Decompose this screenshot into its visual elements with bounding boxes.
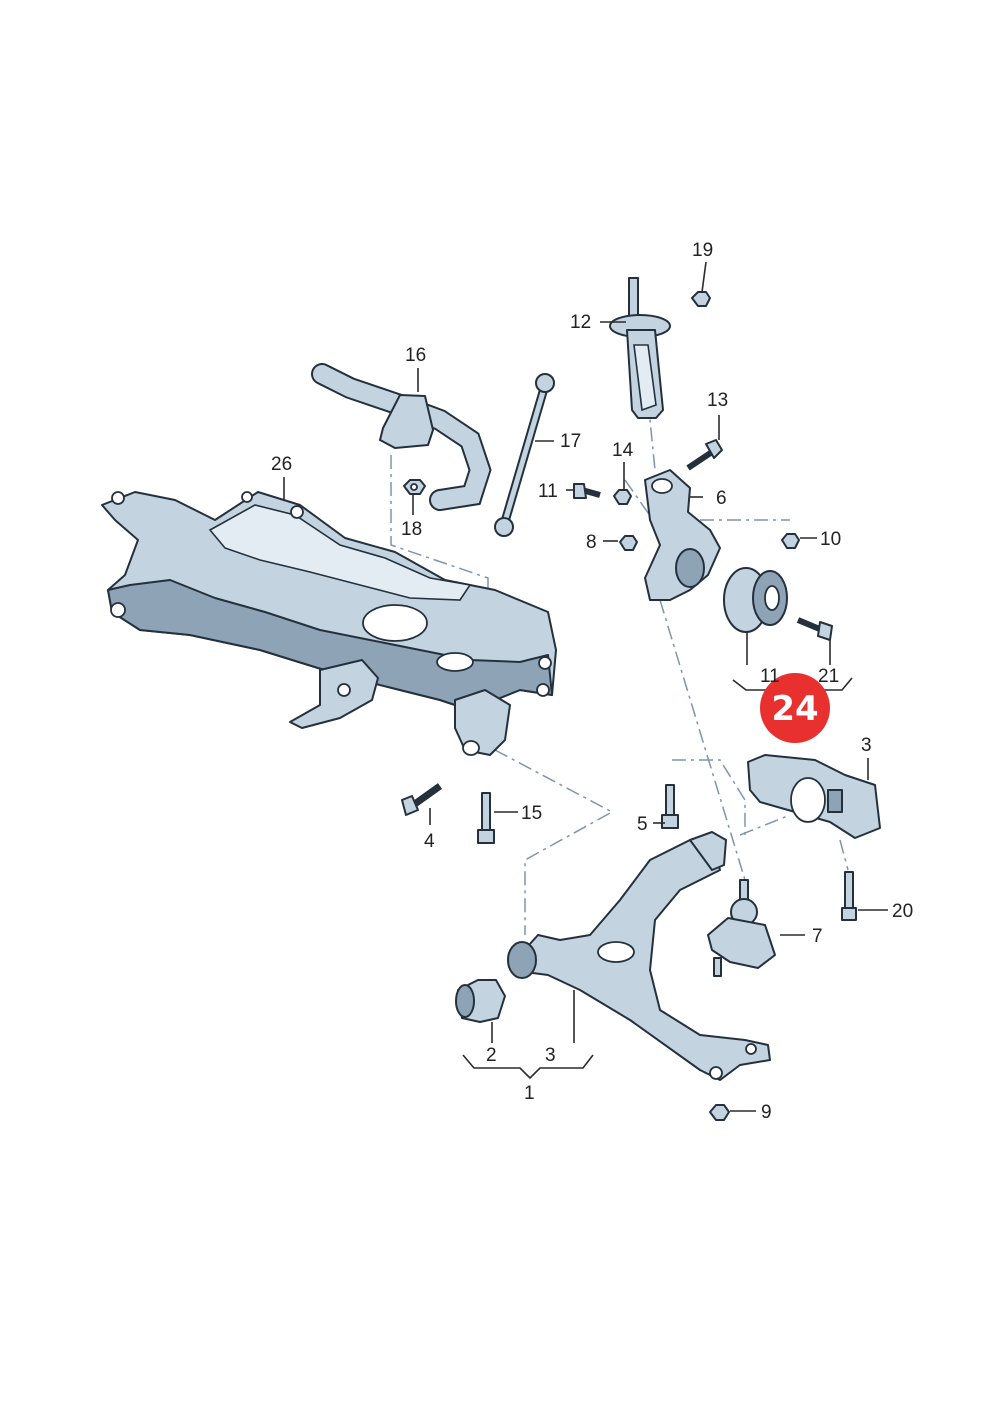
bracket-wishbone (462, 1054, 594, 1080)
bolt-20 (841, 871, 857, 921)
callout-15: 15 (521, 803, 542, 824)
callout-2: 2 (486, 1045, 497, 1066)
callout-17: 17 (560, 431, 581, 452)
bolt-4 (401, 783, 443, 816)
callout-8: 8 (586, 532, 597, 553)
wheel-bearing-housing (644, 469, 721, 601)
callout-5: 5 (637, 814, 648, 835)
nut-8 (619, 535, 638, 551)
stabilizer-bar (311, 363, 492, 511)
bushing-2 (455, 979, 506, 1023)
ball-joint (707, 879, 776, 977)
shock-absorber (609, 277, 671, 419)
callout-1: 1 (524, 1083, 535, 1104)
badge-label: 24 (771, 689, 818, 729)
callout-18: 18 (401, 519, 422, 540)
bushing-3-right (747, 754, 881, 839)
group-badge: 24 (760, 673, 830, 743)
callout-11-lower: 11 (760, 666, 780, 687)
callout-21: 21 (818, 666, 839, 687)
callout-14: 14 (612, 440, 634, 461)
subframe (101, 491, 557, 756)
callout-7: 7 (812, 926, 823, 947)
callout-12: 12 (570, 312, 591, 333)
callout-13: 13 (707, 390, 728, 411)
callout-11-upper: 11 (538, 481, 558, 502)
callout-10: 10 (820, 529, 841, 550)
callout-3-upper: 3 (861, 735, 872, 756)
callout-3-lower: 3 (545, 1045, 556, 1066)
callout-19: 19 (692, 240, 713, 261)
callout-6: 6 (716, 488, 727, 509)
nut-10 (781, 533, 800, 549)
callout-4: 4 (424, 831, 435, 852)
bolt-13 (686, 439, 723, 471)
callout-26: 26 (271, 454, 292, 475)
callout-labels: 19 12 16 13 17 26 14 11 6 18 8 10 11 21 … (271, 240, 913, 1123)
wheel-hub (723, 567, 788, 633)
callout-16: 16 (405, 345, 426, 366)
wishbone (507, 831, 771, 1081)
bolt-15 (477, 792, 495, 844)
nut-18 (403, 479, 426, 495)
bolt-11-upper (573, 483, 601, 499)
nut-14 (613, 489, 632, 505)
nut-19 (691, 291, 711, 307)
leader-lines (283, 261, 888, 1112)
coupling-rod (494, 373, 555, 537)
nut-9 (709, 1104, 730, 1121)
callout-9: 9 (761, 1102, 772, 1123)
bolt-5 (661, 784, 679, 829)
callout-20: 20 (892, 901, 913, 922)
bolt-21 (796, 617, 833, 641)
